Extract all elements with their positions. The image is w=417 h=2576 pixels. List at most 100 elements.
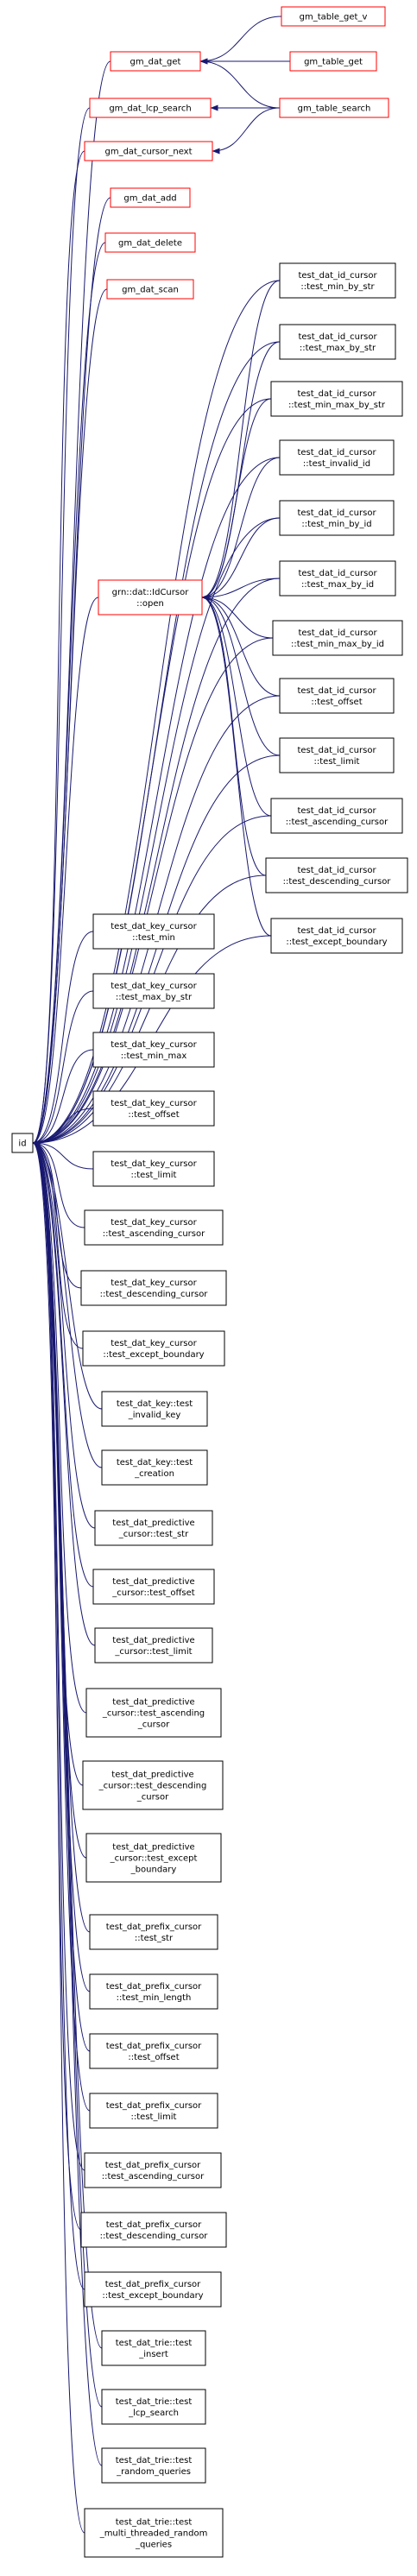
node-label-line: test_dat_key_cursor	[111, 1099, 197, 1108]
node-label-line: test_dat_predictive	[111, 1771, 193, 1780]
node-box	[89, 1973, 218, 2010]
edge-trie-random-to-id	[32, 1140, 103, 2466]
node-pc-offset[interactable]: test_dat_predictive_cursor::test_offset	[92, 1569, 215, 1605]
node-box	[84, 2152, 222, 2188]
node-label-line: test_dat_id_cursor	[297, 806, 376, 816]
node-label-line: _random_queries	[116, 2467, 191, 2477]
node-gm-table-search[interactable]: gm_table_search	[279, 98, 389, 118]
node-pc-ascending[interactable]: test_dat_predictive_cursor::test_ascendi…	[85, 1688, 222, 1738]
node-label-line: test_dat_prefix_cursor	[106, 2220, 202, 2230]
node-trie-lcp[interactable]: test_dat_trie::test_lcp_search	[101, 2389, 206, 2425]
node-trie-insert[interactable]: test_dat_trie::test_insert	[101, 2330, 206, 2366]
node-idc-except[interactable]: test_dat_id_cursor::test_except_boundary	[270, 918, 403, 954]
node-label-line: test_dat_trie::test	[116, 2456, 193, 2466]
node-idc-max-by-str[interactable]: test_dat_id_cursor::test_max_by_str	[279, 324, 396, 360]
node-pc-limit[interactable]: test_dat_predictive_cursor::test_limit	[94, 1627, 213, 1664]
node-gm-dat-cursor-next[interactable]: gm_dat_cursor_next	[84, 141, 213, 161]
node-idc-min-by-id[interactable]: test_dat_id_cursor::test_min_by_id	[279, 500, 395, 536]
node-box	[98, 579, 203, 616]
node-label-line: ::test_descending_cursor	[100, 2232, 209, 2241]
node-label-line: gm_dat_add	[123, 194, 176, 204]
node-box	[89, 2033, 218, 2069]
node-kc-min-max[interactable]: test_dat_key_cursor::test_min_max	[92, 1032, 215, 1068]
node-kc-descending[interactable]: test_dat_key_cursor::test_descending_cur…	[80, 1270, 227, 1306]
node-idcursor-open[interactable]: grn::dat::IdCursor::open	[98, 579, 203, 616]
node-prc-min-length[interactable]: test_dat_prefix_cursor::test_min_length	[89, 1973, 218, 2010]
node-kc-min[interactable]: test_dat_key_cursor::test_min	[92, 913, 215, 950]
node-idc-limit[interactable]: test_dat_id_cursor::test_limit	[279, 737, 395, 773]
node-prc-offset[interactable]: test_dat_prefix_cursor::test_offset	[89, 2033, 218, 2069]
node-idc-min-by-str[interactable]: test_dat_id_cursor::test_min_by_str	[279, 262, 396, 299]
node-idc-min-max-by-str[interactable]: test_dat_id_cursor::test_min_max_by_str	[270, 381, 403, 417]
node-key-creation[interactable]: test_dat_key::test_creation	[101, 1449, 208, 1486]
node-gm-table-get[interactable]: gm_table_get	[289, 51, 377, 72]
node-gm-dat-scan[interactable]: gm_dat_scan	[106, 279, 194, 300]
node-pc-except[interactable]: test_dat_predictive_cursor::test_except_…	[85, 1833, 222, 1883]
node-label-line: ::test_offset	[128, 1110, 179, 1120]
node-box	[82, 1330, 225, 1367]
node-idc-min-max-by-id[interactable]: test_dat_id_cursor::test_min_max_by_id	[272, 620, 403, 656]
node-idc-max-by-id[interactable]: test_dat_id_cursor::test_max_by_id	[279, 560, 396, 597]
node-box	[94, 1510, 213, 1546]
node-gm-table-get-v[interactable]: gm_table_get_v	[281, 6, 386, 27]
node-prc-limit[interactable]: test_dat_prefix_cursor::test_limit	[89, 2093, 218, 2129]
node-box	[272, 620, 403, 656]
node-label-line: test_dat_key::test	[117, 1399, 193, 1409]
node-prc-str[interactable]: test_dat_prefix_cursor::test_str	[89, 1914, 218, 1950]
node-key-invalid[interactable]: test_dat_key::test_invalid_key	[101, 1391, 208, 1427]
edge-kc-min-to-id	[32, 931, 94, 1146]
node-label-line: test_dat_id_cursor	[297, 746, 376, 755]
node-idc-descending[interactable]: test_dat_id_cursor::test_descending_curs…	[265, 857, 408, 893]
node-kc-limit[interactable]: test_dat_key_cursor::test_limit	[92, 1151, 215, 1187]
edge-gm-dat-cursor-next-to-id	[32, 150, 85, 1146]
node-label-line: test_dat_predictive	[112, 1843, 194, 1853]
node-idc-offset[interactable]: test_dat_id_cursor::test_offset	[279, 678, 395, 714]
node-box	[279, 560, 396, 597]
node-label-line: test_dat_predictive	[112, 1636, 194, 1645]
node-prc-ascending[interactable]: test_dat_prefix_cursor::test_ascending_c…	[84, 2152, 222, 2188]
node-gm-dat-add[interactable]: gm_dat_add	[110, 187, 191, 208]
node-box	[279, 98, 389, 118]
node-gm-dat-get[interactable]: gm_dat_get	[110, 51, 201, 72]
node-trie-multi[interactable]: test_dat_trie::test_multi_threaded_rando…	[84, 2508, 224, 2558]
node-label-line: ::test_max_by_id	[301, 580, 374, 590]
node-label-line: _cursor::test_str	[118, 1530, 189, 1539]
node-trie-random[interactable]: test_dat_trie::test_random_queries	[101, 2447, 206, 2484]
edge-idcursor-open-to-id	[32, 597, 99, 1146]
node-gm-dat-lcp-search[interactable]: gm_dat_lcp_search	[89, 98, 212, 118]
node-kc-offset[interactable]: test_dat_key_cursor::test_offset	[92, 1090, 215, 1127]
node-label-line: gm_dat_delete	[118, 239, 182, 249]
node-prc-except[interactable]: test_dat_prefix_cursor::test_except_boun…	[84, 2271, 222, 2308]
edge-gm-dat-delete-to-id	[32, 242, 106, 1146]
node-box	[106, 279, 194, 300]
node-kc-except[interactable]: test_dat_key_cursor::test_except_boundar…	[82, 1330, 225, 1367]
node-kc-max-by-str[interactable]: test_dat_key_cursor::test_max_by_str	[92, 973, 215, 1009]
node-box	[110, 51, 201, 72]
node-label-line: ::test_min_max	[121, 1051, 187, 1061]
edge-key-creation-to-id	[32, 1140, 103, 1468]
node-id: id	[11, 1133, 34, 1153]
node-box	[92, 1032, 215, 1068]
edge-pc-limit-to-id	[32, 1140, 96, 1646]
node-pc-descending[interactable]: test_dat_predictive_cursor::test_descend…	[82, 1760, 224, 1810]
edge-kc-min-max-to-id	[32, 1049, 94, 1146]
node-kc-ascending[interactable]: test_dat_key_cursor::test_ascending_curs…	[84, 1209, 224, 1246]
node-pc-str[interactable]: test_dat_predictive_cursor::test_str	[94, 1510, 213, 1546]
edge-idc-min-max-by-id-to-idcursor-open	[201, 594, 274, 639]
node-idc-invalid-id[interactable]: test_dat_id_cursor::test_invalid_id	[279, 439, 395, 476]
node-label-line: gm_table_get_v	[300, 13, 368, 22]
node-box	[101, 1391, 208, 1427]
node-gm-dat-delete[interactable]: gm_dat_delete	[104, 232, 196, 253]
node-label-line: _invalid_key	[128, 1411, 181, 1420]
node-idc-ascending[interactable]: test_dat_id_cursor::test_ascending_curso…	[270, 798, 403, 834]
node-box	[92, 1569, 215, 1605]
node-box	[270, 381, 403, 417]
edge-idc-min-max-by-str-to-id	[32, 398, 272, 1146]
edge-kc-limit-to-id	[32, 1140, 94, 1170]
edge-idc-descending-to-idcursor-open	[201, 594, 267, 876]
node-prc-descending[interactable]: test_dat_prefix_cursor::test_descending_…	[80, 2212, 227, 2248]
node-label-line: _cursor::test_limit	[114, 1647, 192, 1657]
edge-idc-ascending-to-idcursor-open	[201, 594, 272, 817]
edge-pc-str-to-id	[32, 1140, 96, 1529]
edge-idc-invalid-id-to-idcursor-open	[201, 457, 281, 601]
